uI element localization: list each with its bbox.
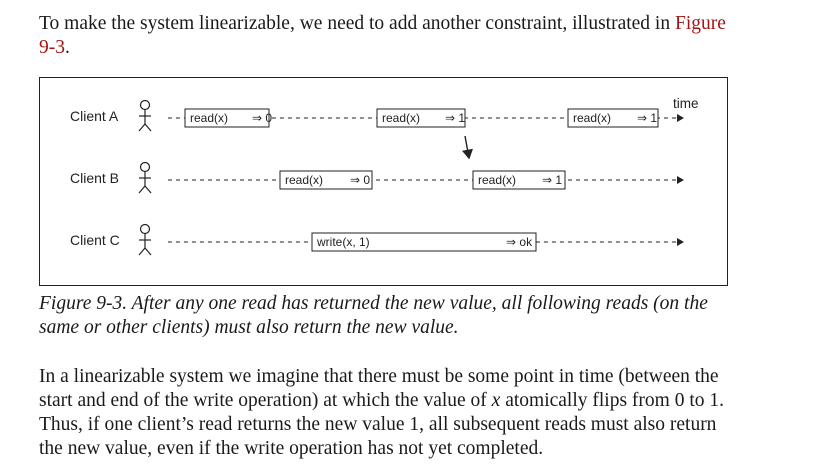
- op-a2-box: [376, 108, 466, 128]
- op-c1-label: write(x, 1): [316, 235, 370, 249]
- figure-9-3: time Client A read(x) ⇒ 0 read(x) ⇒ 1 re…: [39, 77, 728, 286]
- op-b2-box: [472, 170, 566, 190]
- person-icon: [138, 223, 152, 256]
- op-a3-box: [567, 108, 659, 128]
- client-a-label: Client A: [70, 108, 119, 124]
- client-c-label: Client C: [70, 232, 120, 248]
- op-a3-label: read(x): [573, 111, 611, 125]
- intro-tail: .: [65, 37, 70, 58]
- client-a-row: Client A read(x) ⇒ 0 read(x) ⇒ 1 read(x)…: [70, 99, 684, 132]
- op-a2-result: ⇒ 1: [445, 111, 465, 125]
- op-a1-result: ⇒ 0: [252, 111, 272, 125]
- op-b2-label: read(x): [478, 173, 516, 187]
- client-b-row: Client B read(x) ⇒ 0 read(x) ⇒ 1: [70, 161, 684, 194]
- op-c1-box: [311, 232, 537, 252]
- op-a2-label: read(x): [382, 111, 420, 125]
- op-a1-box: [184, 108, 270, 128]
- client-b-label: Client B: [70, 170, 119, 186]
- op-b2-result: ⇒ 1: [542, 173, 562, 187]
- figure-caption: Figure 9-3. After any one read has retur…: [39, 293, 708, 338]
- time-label: time: [673, 96, 699, 111]
- person-icon: [138, 161, 152, 194]
- figure-link[interactable]: Figure 9-3: [39, 13, 726, 58]
- body-text-2: atomically flips from 0 to 1. Thus, if o…: [39, 390, 724, 459]
- op-b1-box: [279, 170, 373, 190]
- op-c1-result: ⇒ ok: [506, 235, 533, 249]
- intro-text: To make the system linearizable, we need…: [39, 13, 675, 34]
- client-c-row: Client C write(x, 1) ⇒ ok: [70, 223, 684, 256]
- causality-arrow: [461, 135, 474, 160]
- op-a3-result: ⇒ 1: [637, 111, 657, 125]
- body-text-1: In a linearizable system we imagine that…: [39, 366, 719, 411]
- body-paragraph: In a linearizable system we imagine that…: [39, 365, 739, 461]
- op-b1-result: ⇒ 0: [350, 173, 370, 187]
- variable-x: x: [491, 390, 501, 411]
- person-icon: [138, 99, 152, 132]
- op-a1-label: read(x): [190, 111, 228, 125]
- intro-paragraph: To make the system linearizable, we need…: [39, 12, 739, 60]
- op-b1-label: read(x): [285, 173, 323, 187]
